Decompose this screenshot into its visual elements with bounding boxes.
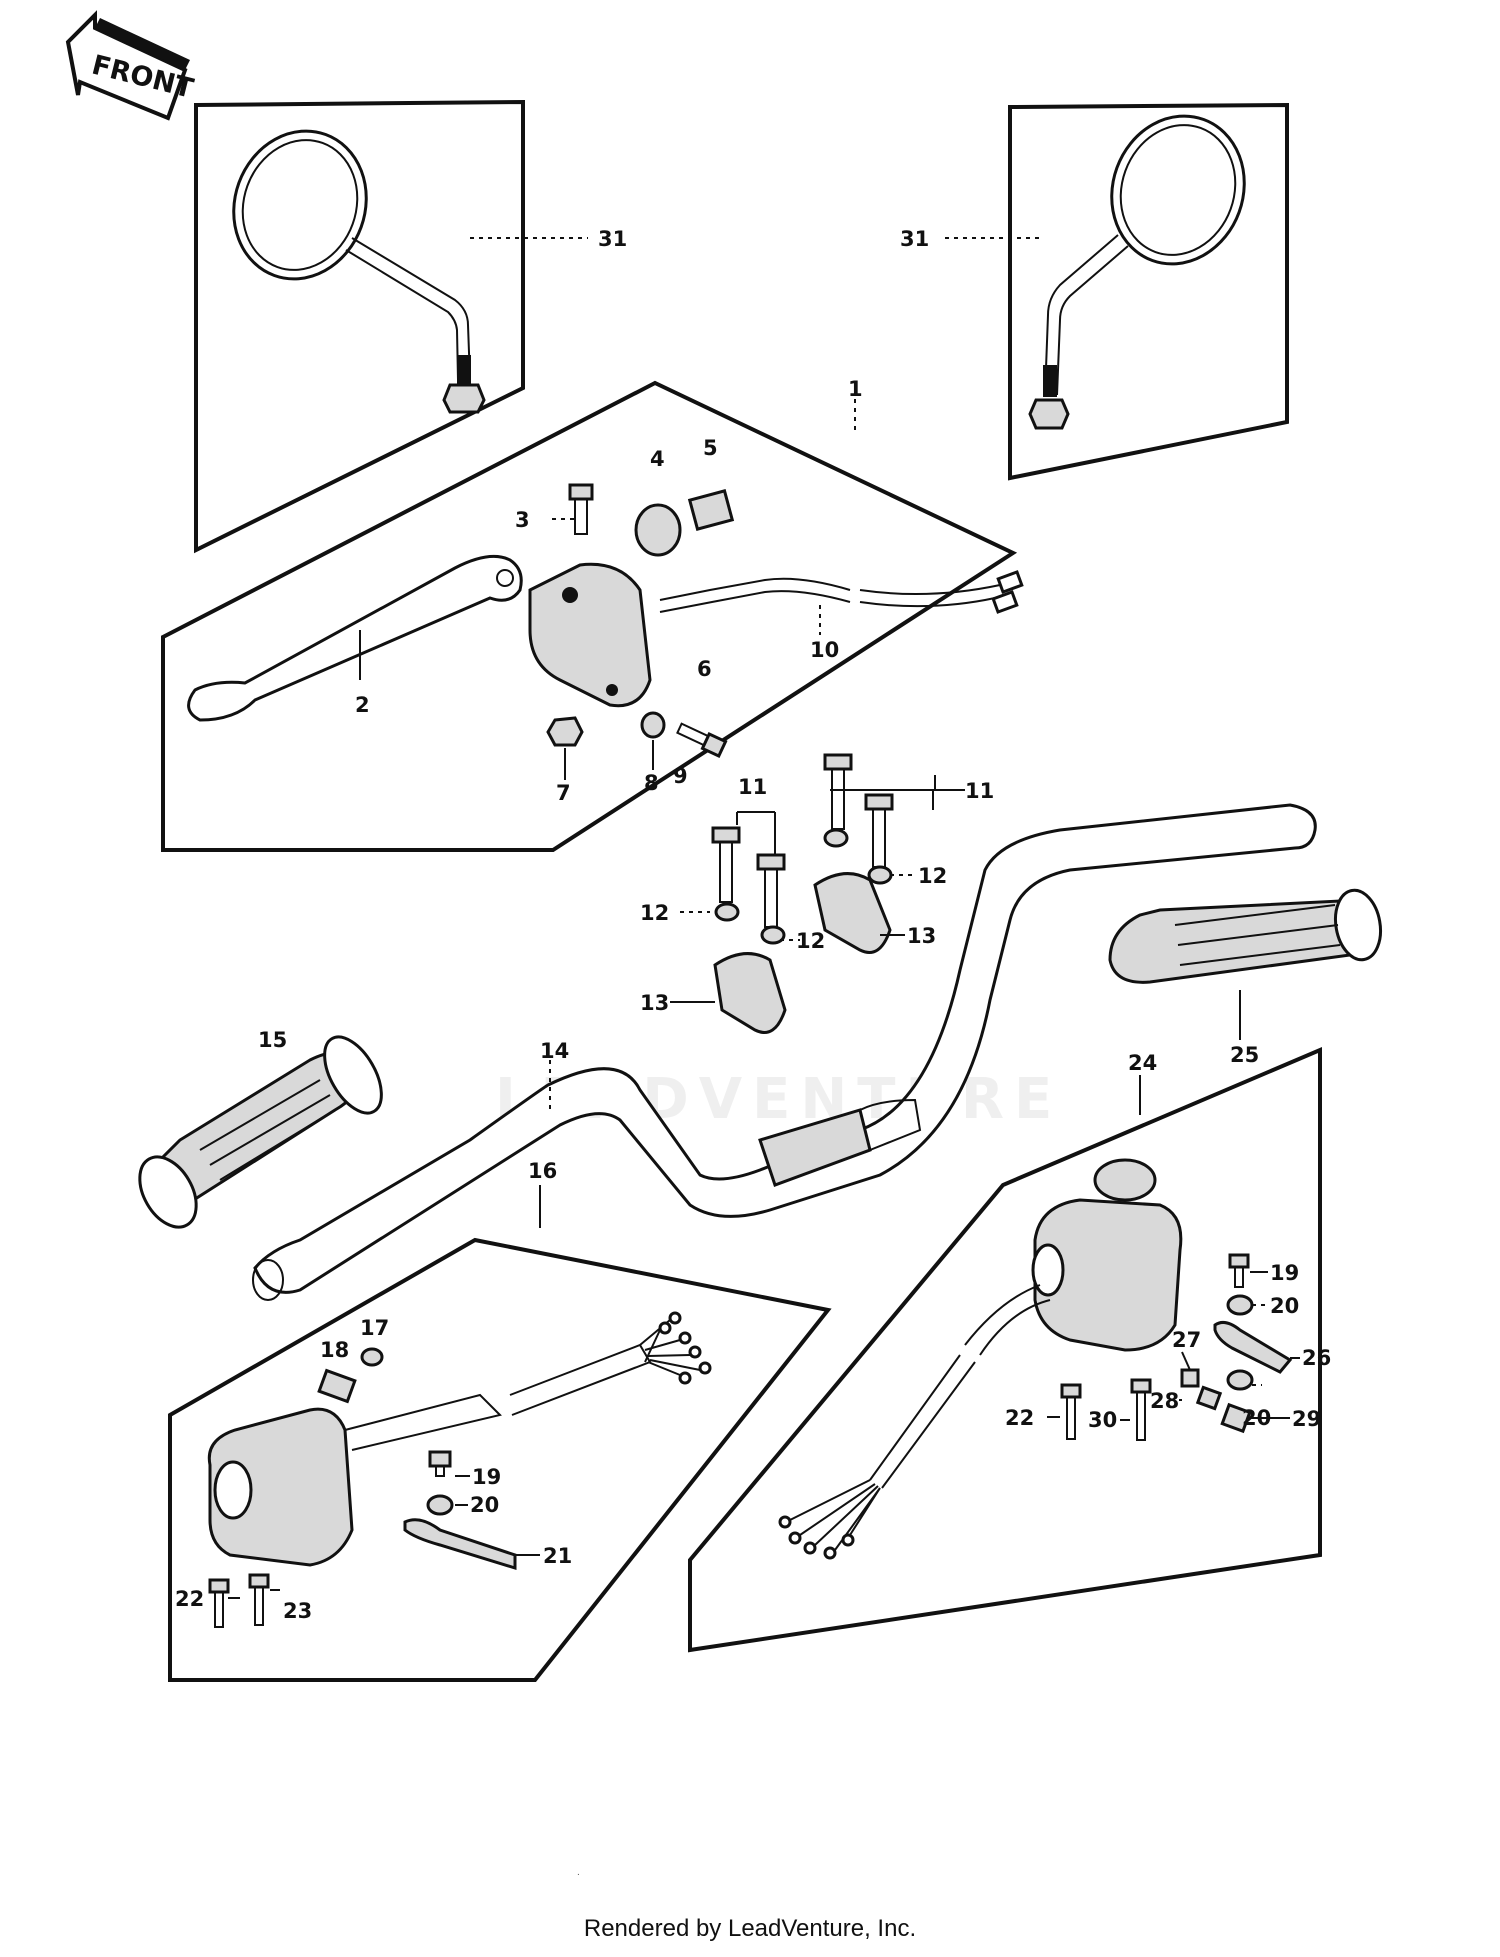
svg-text:.: .	[577, 1867, 580, 1878]
callout-20-right-upper: 20	[1270, 1294, 1299, 1318]
callout-19-left: 19	[472, 1465, 501, 1489]
right-mirror-head	[1110, 114, 1246, 266]
callout-12-left: 12	[640, 901, 669, 925]
callout-3: 3	[515, 508, 530, 532]
right-mirror-group	[945, 102, 1289, 481]
callout-14: 14	[540, 1039, 569, 1063]
right-grip	[1108, 888, 1383, 1040]
callout-27: 27	[1172, 1328, 1201, 1352]
callout-26: 26	[1302, 1346, 1331, 1370]
handlebar-clamp-group	[670, 753, 965, 1034]
left-switch-housing	[207, 1407, 354, 1567]
right-switch-group	[688, 1046, 1322, 1653]
callout-20-left: 20	[470, 1493, 499, 1517]
callout-24: 24	[1128, 1051, 1157, 1075]
callout-31-right: 31	[900, 227, 929, 251]
left-mirror-nut	[442, 383, 486, 414]
right-switch-housing	[1033, 1198, 1183, 1352]
callout-10: 10	[810, 638, 839, 662]
callout-5: 5	[703, 436, 718, 460]
callout-19-right: 19	[1270, 1261, 1299, 1285]
callout-23: 23	[283, 1599, 312, 1623]
callout-15: 15	[258, 1028, 287, 1052]
callout-22-right: 22	[1005, 1406, 1034, 1430]
front-arrow-icon: FRONT	[65, 10, 197, 121]
callout-labels: 31 31 1 4 5 3 6 10 2 7 8 9 11 11 12 12 1…	[175, 227, 1331, 1623]
callout-22-left: 22	[175, 1587, 204, 1611]
left-switch-group	[168, 1185, 832, 1682]
callout-2: 2	[355, 693, 370, 717]
footer-credit: Rendered by LeadVenture, Inc.	[583, 1915, 917, 1942]
callout-9: 9	[673, 764, 688, 788]
callout-21: 21	[543, 1544, 572, 1568]
callout-17: 17	[360, 1316, 389, 1340]
lever-perch	[528, 562, 652, 708]
callout-25: 25	[1230, 1043, 1259, 1067]
callout-16: 16	[528, 1159, 557, 1183]
callout-7: 7	[556, 781, 571, 805]
callout-4: 4	[650, 447, 665, 471]
callout-12-right: 12	[918, 864, 947, 888]
callout-1: 1	[848, 377, 863, 401]
callout-8: 8	[644, 771, 659, 795]
callout-12-center: 12	[796, 929, 825, 953]
callout-11-right: 11	[965, 779, 994, 803]
clutch-lever	[187, 554, 523, 722]
left-mirror-group	[194, 99, 588, 554]
callout-30: 30	[1088, 1408, 1117, 1432]
right-mirror-nut	[1028, 398, 1070, 430]
left-grip	[138, 1035, 383, 1229]
callout-11-left: 11	[738, 775, 767, 799]
callout-18: 18	[320, 1338, 349, 1362]
callout-6: 6	[697, 657, 712, 681]
callout-29: 29	[1292, 1407, 1321, 1431]
clutch-lever-group	[161, 380, 1024, 852]
left-mirror-head	[232, 129, 368, 281]
callout-28: 28	[1150, 1389, 1179, 1413]
callout-13-left: 13	[640, 991, 669, 1015]
callout-13-right: 13	[907, 924, 936, 948]
handlebar	[253, 803, 1317, 1294]
callout-20-right-lower: 20	[1242, 1406, 1271, 1430]
callout-31-left: 31	[598, 227, 627, 251]
